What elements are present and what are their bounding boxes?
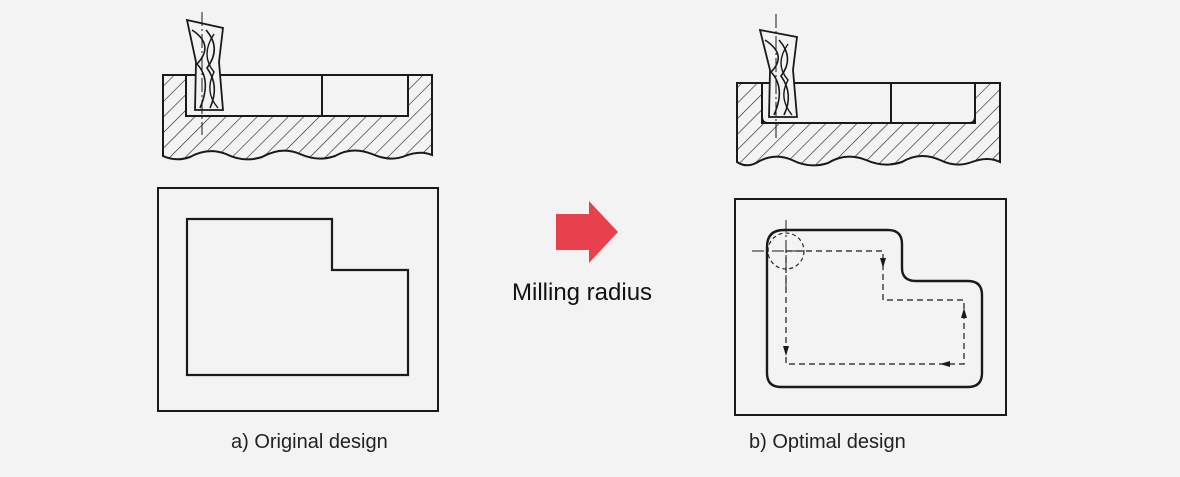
original-section-view [162,74,433,161]
optimal-section-hatching [736,82,1001,167]
original-top-view [157,187,439,412]
optimal-end-mill-icon [758,14,798,140]
original-section-hatching [162,74,433,161]
original-design [157,12,439,412]
optimal-design [734,14,1007,416]
tool-path-dashed [785,250,965,365]
optimal-pocket-outline [761,82,976,124]
optimal-section-view [736,82,1001,167]
milling-radius-label: Milling radius [512,279,653,306]
optimal-workpiece-outline [734,198,1007,416]
milling-radius-circle [767,232,805,270]
tool-path-arrowheads-icon [783,258,967,367]
original-workpiece-outline [157,187,439,412]
original-pocket-outline [185,74,409,117]
optimal-pocket-rounded-corners [765,228,984,389]
optimal-top-view [734,198,1007,416]
transition-arrow-icon [556,201,618,263]
original-end-mill-icon [185,12,224,135]
caption-original-design: a) Original design [231,431,388,453]
caption-optimal-design: b) Optimal design [749,431,906,453]
original-pocket-sharp-corners [185,217,410,377]
